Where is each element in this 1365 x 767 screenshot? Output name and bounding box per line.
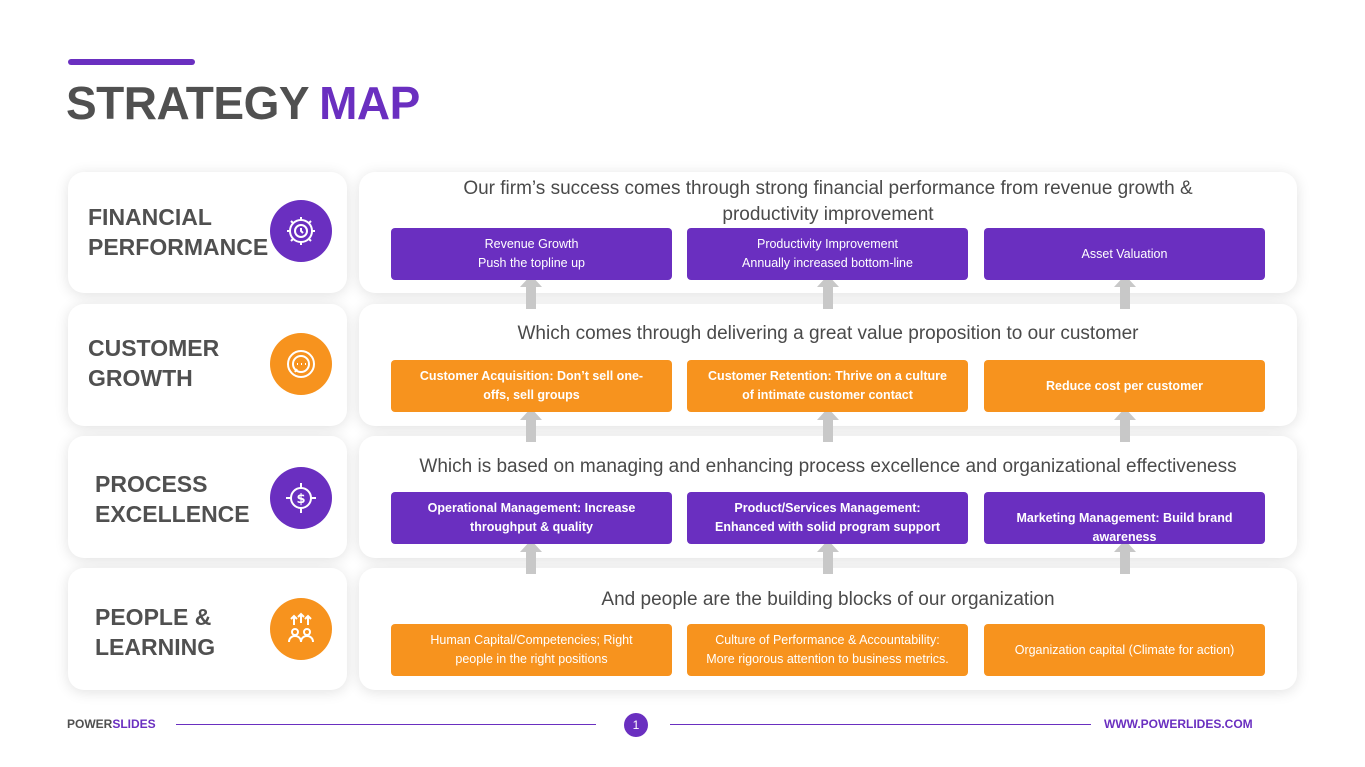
gear-clock-icon <box>270 200 332 262</box>
row-heading-process: Which is based on managing and enhancing… <box>419 456 1237 477</box>
box-customer-acquisition: Customer Acquisition: Don’t sell one-off… <box>391 360 672 412</box>
footer-divider-left <box>176 724 596 725</box>
box-product-services-management: Product/Services Management:Enhanced wit… <box>687 492 968 544</box>
box-asset-valuation: Asset Valuation <box>984 228 1265 280</box>
row-heading-customer: Which comes through delivering a great v… <box>517 323 1139 344</box>
up-arrow-icon <box>817 408 839 442</box>
footer-divider-right <box>670 724 1091 725</box>
page-number-badge: 1 <box>624 713 648 737</box>
up-arrow-icon <box>1114 540 1136 574</box>
box-culture-of-performance: Culture of Performance & Accountability:… <box>687 624 968 676</box>
dollar-target-icon: $ <box>270 467 332 529</box>
box-reduce-cost: Reduce cost per customer <box>984 360 1265 412</box>
people-growth-icon <box>270 598 332 660</box>
up-arrow-icon <box>520 408 542 442</box>
up-arrow-icon <box>1114 408 1136 442</box>
up-arrow-icon <box>817 540 839 574</box>
box-organization-capital: Organization capital (Climate for action… <box>984 624 1265 676</box>
up-arrow-icon <box>1114 275 1136 309</box>
footer-url: WWW.POWERLIDES.COM <box>1104 717 1253 731</box>
up-arrow-icon <box>520 275 542 309</box>
svg-text:$: $ <box>296 492 305 507</box>
up-arrow-icon <box>817 275 839 309</box>
title-accent-bar <box>68 59 195 65</box>
title-main: STRATEGY <box>66 77 310 129</box>
row-heading-people: And people are the building blocks of ou… <box>601 589 1055 610</box>
label-card-people: PEOPLE &LEARNING <box>68 568 347 690</box>
target-chat-icon <box>270 333 332 395</box>
footer-brand: POWERSLIDES <box>67 717 156 731</box>
up-arrow-icon <box>520 540 542 574</box>
title-accent-word: MAP <box>319 77 420 129</box>
row-label-people: PEOPLE &LEARNING <box>95 604 216 660</box>
row-heading-financial: Our firm’s success comes through strong … <box>463 178 1193 225</box>
